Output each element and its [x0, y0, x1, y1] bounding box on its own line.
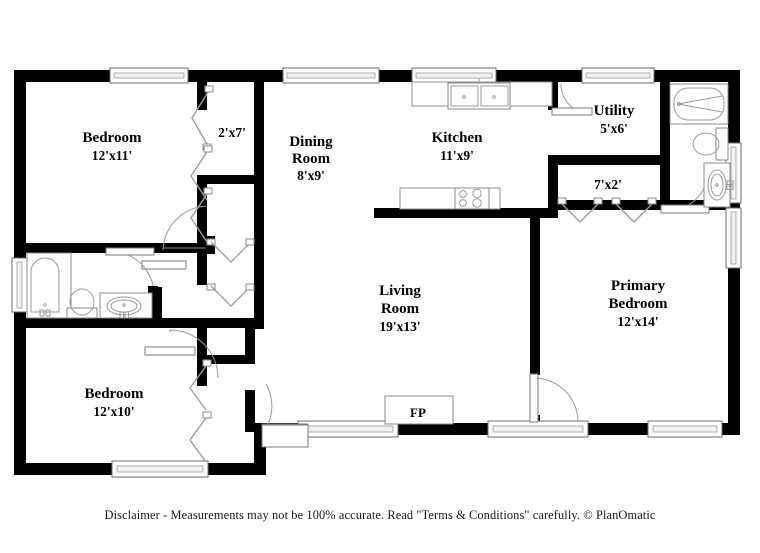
- room-name-line1: Primary: [611, 278, 666, 294]
- kitchen-sink-double: [447, 78, 511, 110]
- room-name-line2: Bedroom: [609, 296, 668, 312]
- room-label-closet-2: 7'x2': [594, 177, 622, 192]
- door-bedroom2: [141, 205, 207, 270]
- windows: [11, 67, 742, 478]
- room-label-primary-bedroom: Primary Bedroom 12'x14': [609, 278, 668, 329]
- primary-bath-tub: [669, 83, 729, 125]
- fireplace-label: FP: [410, 405, 426, 420]
- room-name: Bedroom: [83, 130, 142, 146]
- hall-bath-vanity: [99, 292, 153, 319]
- room-labels: Bedroom 12'x11' 2'x7' Dining Room 8'x9' …: [83, 103, 668, 419]
- room-name-line1: Dining: [289, 134, 333, 150]
- door-bedroom3: [144, 329, 219, 379]
- room-dimensions: 12'x14': [617, 314, 658, 329]
- window-dining: [282, 67, 380, 84]
- window-primary-bedroom-bottom: [647, 420, 723, 438]
- bifold-hall-closet: [206, 283, 255, 307]
- fireplace: FP: [384, 395, 454, 425]
- door-primary-bedroom: [529, 373, 579, 423]
- window-utility: [581, 67, 655, 84]
- primary-bath-toilet: [692, 127, 729, 161]
- room-dimensions: 12'x11': [92, 148, 133, 163]
- hall-bath-tub: [26, 252, 72, 319]
- window-kitchen: [411, 67, 497, 84]
- hall-bath-fixtures: [26, 252, 153, 319]
- primary-bath-vanity: [703, 162, 734, 208]
- room-name-line2: Room: [292, 151, 331, 167]
- bifold-closet2-left: [557, 197, 603, 223]
- hall-bath-toilet: [66, 288, 98, 319]
- room-label-living: Living Room 19'x13': [379, 283, 421, 334]
- room-name: Kitchen: [432, 130, 483, 146]
- room-dimensions: 2'x7': [218, 125, 246, 140]
- kitchen-fixtures: [399, 78, 553, 210]
- room-label-bedroom-3: Bedroom 12'x10': [85, 386, 144, 419]
- room-dimensions: 19'x13': [379, 319, 420, 334]
- door-front-entry: [261, 383, 309, 448]
- closet-doors: [189, 85, 657, 463]
- window-bedroom3: [111, 460, 209, 478]
- bifold-bedroom3-upper: [189, 359, 212, 411]
- window-bedroom2: [109, 67, 189, 84]
- room-name-line1: Living: [379, 283, 421, 299]
- room-name: Bedroom: [85, 386, 144, 402]
- room-label-dining: Dining Room 8'x9': [289, 134, 333, 183]
- bifold-bedroom3-lower: [189, 411, 212, 463]
- room-dimensions: 11'x9': [440, 148, 474, 163]
- door-hall-bath: [105, 247, 158, 296]
- door-utility: [551, 83, 593, 116]
- room-label-bedroom-2: Bedroom 12'x11': [83, 130, 142, 163]
- room-label-utility: Utility 5'x6': [594, 103, 635, 136]
- bifold-closet1-lower: [190, 145, 213, 201]
- room-label-closet-1: 2'x7': [218, 125, 246, 140]
- window-primary-bedroom: [725, 207, 742, 269]
- room-label-kitchen: Kitchen 11'x9': [432, 130, 483, 163]
- window-living-right: [487, 420, 589, 438]
- room-dimensions: 5'x6': [600, 121, 628, 136]
- bifold-closet2-right: [611, 197, 657, 223]
- room-dimensions: 12'x10': [93, 404, 134, 419]
- room-dimensions: 7'x2': [594, 177, 622, 192]
- disclaimer-text: Disclaimer - Measurements may not be 100…: [104, 508, 656, 522]
- bifold-hall-closet2: [206, 238, 255, 263]
- window-living-left: [297, 420, 399, 438]
- room-name: Utility: [594, 103, 635, 119]
- kitchen-range: [454, 187, 490, 210]
- primary-bath-fixtures: [669, 83, 734, 208]
- doors: [105, 83, 710, 448]
- room-dimensions: 8'x9': [297, 168, 325, 183]
- bifold-closet1-bottom: [190, 187, 213, 243]
- room-name-line2: Room: [381, 301, 420, 317]
- window-hall-bath: [11, 257, 28, 313]
